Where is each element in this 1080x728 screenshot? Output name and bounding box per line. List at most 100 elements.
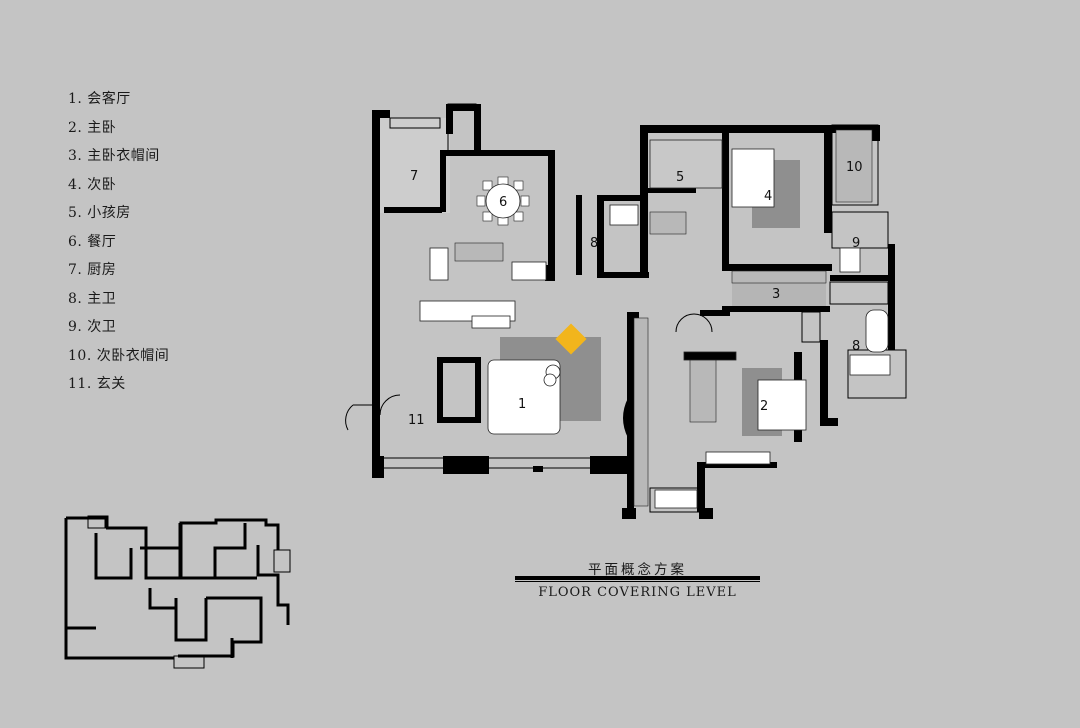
wardrobe-room5 [649,211,687,235]
tv-console [683,351,737,361]
closet10-frame [831,124,879,206]
wall-bath9-right [888,244,895,304]
armchair [543,373,557,387]
room-legend: 1. 会客厅 2. 主卧 3. 主卧衣帽间 4. 次卧 5. 小孩房 6. 餐厅… [68,88,169,402]
main-floor-plan: 1 2 3 4 5 6 7 8 8 9 10 11 [345,103,907,519]
legend-item-9: 9. 次卫 [68,319,117,335]
chair [513,180,524,191]
mb-desk [705,451,771,465]
wardrobe-closet10 [835,129,873,203]
vanity-8 [609,204,639,226]
dining-table [476,176,530,226]
wall-kitchen-stub2 [474,104,481,150]
legend-item-7: 7. 厨房 [68,262,117,278]
balcony-bench [654,489,698,509]
accent-chair [555,323,587,355]
wall-bath9-bottom [830,275,890,281]
chair [476,195,486,207]
legend-item-6: 6. 餐厅 [68,233,117,250]
entry-cabinet [437,357,481,423]
chair [520,195,530,207]
thin-walls [345,103,907,513]
entry-door-swing [379,394,401,416]
mb-nook [801,311,821,343]
wardrobe-corridor [633,317,649,507]
sideboard [454,242,504,262]
room-label-8a: 8 [590,236,598,251]
wall-bottom-block1 [443,456,489,474]
sectional-sofa [487,359,561,435]
wall-top-right [640,125,880,133]
wardrobe-mb [689,355,717,423]
vanity-8b [849,354,891,376]
room-label-7: 7 [410,169,418,184]
wall-top-right-end [872,125,880,141]
entry-door [345,404,373,431]
wall-mb-top [700,310,730,316]
wall-closet3-top [722,264,832,271]
legend-item-4: 4. 次卧 [68,176,117,193]
post-2 [545,265,555,281]
chair [482,180,493,191]
dining-cabinet [511,261,547,281]
dining-sideboard [429,247,449,281]
wardrobe-closet3 [731,270,827,284]
hall-curve [623,398,634,438]
title-rule-thin [515,581,760,582]
wall-bath8b-step [820,418,838,426]
post-1 [576,195,582,275]
kitchen-counter-top [389,117,441,129]
furniture [419,139,891,509]
table-top [485,183,521,219]
vanity-9 [839,247,861,273]
wall-dining-top [440,150,555,156]
legend-item-11: 11. 玄关 [68,376,126,392]
bed-5 [649,139,723,189]
kitchen-shaft [447,103,477,155]
wall-bath8b-right [888,300,895,350]
wall-bath8-left [597,195,604,277]
wall-bottom-left [372,456,384,478]
bath-strip [829,281,889,305]
legend-item-10: 10. 次卧衣帽间 [68,347,170,364]
walls [372,104,895,519]
wall-left [372,110,380,478]
room-label-10: 10 [846,160,863,175]
title-rule-thick [515,576,760,580]
plan-title-en: FLOOR COVERING LEVEL [538,585,737,600]
wall-bath8-top [597,195,643,201]
key-plan [64,516,290,660]
wall-closet3-bottom [722,306,830,312]
legend-item-1: 1. 会客厅 [68,91,131,107]
legend-item-2: 2. 主卧 [68,119,117,136]
chair [513,211,524,222]
wall-room5-bottom [646,188,696,193]
wall-mb-bottom [697,462,777,468]
wall-bath8b-left [820,340,828,425]
room-label-1: 1 [518,397,526,412]
wall-bottom-corner [622,508,636,519]
wall-corridor-top [627,312,639,318]
legend-item-8: 8. 主卫 [68,290,117,307]
plan-title-cn: 平面概念方案 [588,562,687,578]
wardrobes [454,129,873,507]
room-label-3: 3 [772,287,780,302]
wall-room4-right [824,128,832,233]
room-label-6: 6 [499,195,507,210]
room-label-4: 4 [764,189,772,204]
legend-item-5: 5. 小孩房 [68,205,131,221]
wall-mb-bottom-left [697,462,705,512]
bed-2 [757,379,807,431]
wall-bottom-block2 [590,456,632,474]
wall-kitchen-top [446,104,480,111]
bed-4 [731,148,775,208]
room-label-5: 5 [676,170,684,185]
bathtub [865,309,889,353]
wall-bottom-mid [533,466,543,472]
room-label-9: 9 [852,236,860,251]
bar-stools [471,315,511,329]
wall-left-top [372,110,390,118]
wall-room5-right [722,128,729,268]
chair [482,211,493,222]
